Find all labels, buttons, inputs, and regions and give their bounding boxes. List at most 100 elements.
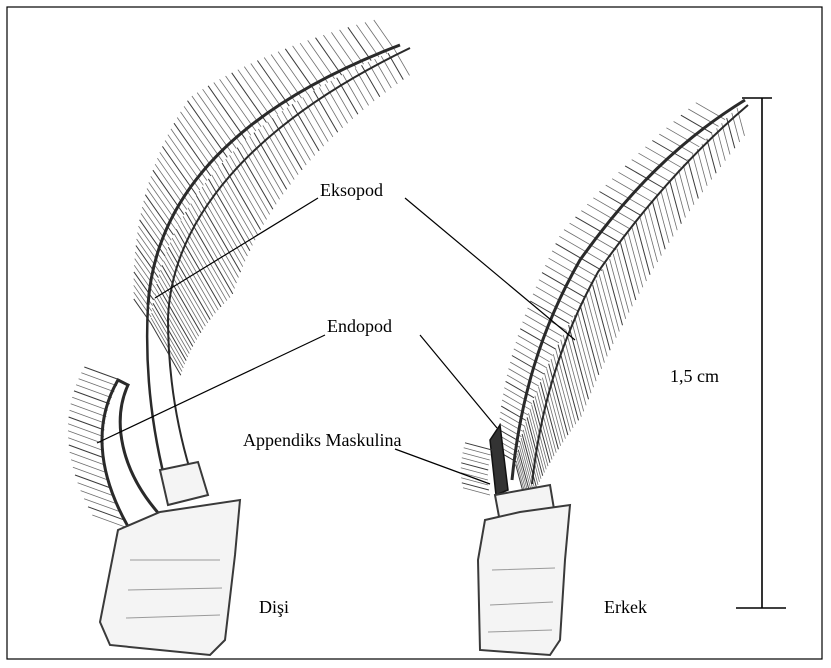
seta-stroke	[154, 298, 188, 357]
seta-stroke	[340, 30, 364, 64]
seta-stroke	[520, 442, 534, 494]
seta-stroke	[81, 373, 117, 386]
seta-stroke	[566, 330, 586, 405]
leader-exopod-male	[405, 198, 575, 340]
seta-stroke	[702, 144, 712, 180]
seta-stroke	[683, 165, 694, 205]
seta-stroke	[362, 65, 380, 97]
seta-stroke	[355, 68, 374, 101]
seta-stroke	[75, 475, 111, 488]
seta-stroke	[599, 192, 641, 216]
female-endopod-setae	[68, 367, 128, 528]
seta-stroke	[244, 67, 277, 115]
seta-stroke	[257, 61, 289, 107]
seta-stroke	[73, 467, 109, 480]
female-segment-basal	[100, 500, 240, 655]
seta-stroke	[71, 404, 107, 417]
seta-stroke	[84, 367, 120, 380]
male-exopod-setae-right	[516, 108, 745, 510]
seta-stroke	[343, 75, 363, 110]
seta-stroke	[356, 25, 379, 57]
seta-stroke	[297, 101, 323, 146]
seta-stroke	[278, 52, 308, 95]
seta-stroke	[292, 104, 319, 151]
seta-stroke	[586, 295, 604, 363]
seta-stroke	[72, 397, 108, 410]
seta-stroke	[679, 170, 690, 211]
seta-stroke	[74, 391, 110, 404]
seta-stroke	[697, 149, 707, 186]
seta-stroke	[214, 83, 251, 136]
seta-stroke	[142, 207, 169, 245]
seta-stroke	[514, 349, 547, 368]
seta-stroke	[587, 204, 631, 229]
label-male: Erkek	[604, 597, 647, 617]
seta-stroke	[303, 97, 329, 141]
seta-stroke	[226, 159, 264, 225]
seta-stroke	[188, 101, 228, 158]
seta-stroke	[606, 264, 622, 325]
seta-stroke	[589, 290, 607, 357]
seta-stroke	[219, 167, 258, 235]
seta-stroke	[606, 185, 647, 209]
seta-stroke	[571, 320, 591, 393]
seta-stroke	[520, 329, 556, 350]
seta-stroke	[644, 212, 657, 262]
seta-stroke	[68, 438, 104, 451]
scale-bar: 1,5 cm	[670, 98, 786, 608]
seta-stroke	[510, 362, 541, 380]
seta-stroke	[147, 189, 176, 230]
seta-stroke	[509, 369, 539, 387]
leader-endopod-male	[420, 335, 497, 428]
seta-stroke	[661, 191, 673, 237]
seta-stroke	[375, 59, 392, 88]
seta-stroke	[674, 175, 685, 217]
seta-stroke	[693, 154, 703, 192]
seta-stroke	[518, 336, 553, 356]
seta-stroke	[657, 196, 670, 243]
seta-stroke	[349, 71, 369, 105]
seta-stroke	[523, 322, 560, 343]
seta-stroke	[599, 275, 616, 338]
seta-stroke	[155, 294, 190, 354]
seta-stroke	[323, 35, 348, 71]
seta-stroke	[79, 379, 115, 392]
seta-stroke	[640, 217, 654, 268]
female-pleopod-drawing	[68, 20, 410, 655]
seta-stroke	[612, 179, 652, 202]
male-appendix-masculina	[490, 425, 508, 495]
seta-stroke	[202, 187, 245, 261]
seta-stroke	[365, 22, 387, 53]
seta-stroke	[282, 111, 310, 160]
seta-stroke	[151, 176, 181, 219]
seta-stroke	[197, 93, 236, 149]
label-female: Dişi	[259, 597, 289, 617]
seta-stroke	[144, 201, 172, 240]
seta-stroke	[512, 356, 544, 375]
seta-stroke	[263, 125, 294, 179]
seta-stroke	[613, 254, 629, 313]
seta-stroke	[314, 91, 338, 133]
seta-stroke	[153, 170, 184, 214]
seta-stroke	[238, 70, 272, 119]
seta-stroke	[76, 385, 112, 398]
male-segment-basal	[478, 505, 570, 655]
seta-stroke	[569, 325, 589, 399]
seta-stroke	[665, 186, 677, 231]
scale-bar-label: 1,5 cm	[670, 366, 719, 386]
seta-stroke	[603, 269, 620, 331]
seta-stroke	[208, 86, 246, 140]
male-exopod-shaft	[512, 100, 745, 480]
seta-stroke	[69, 445, 105, 458]
seta-stroke	[593, 198, 636, 223]
seta-stroke	[688, 109, 718, 126]
seta-stroke	[188, 208, 235, 289]
seta-stroke	[287, 108, 315, 156]
label-appendix-masculina: Appendiks Maskulina	[243, 430, 401, 450]
seta-stroke	[581, 211, 625, 237]
seta-stroke	[145, 195, 173, 235]
seta-stroke	[271, 55, 302, 99]
seta-stroke	[593, 285, 611, 351]
seta-stroke	[331, 32, 356, 67]
